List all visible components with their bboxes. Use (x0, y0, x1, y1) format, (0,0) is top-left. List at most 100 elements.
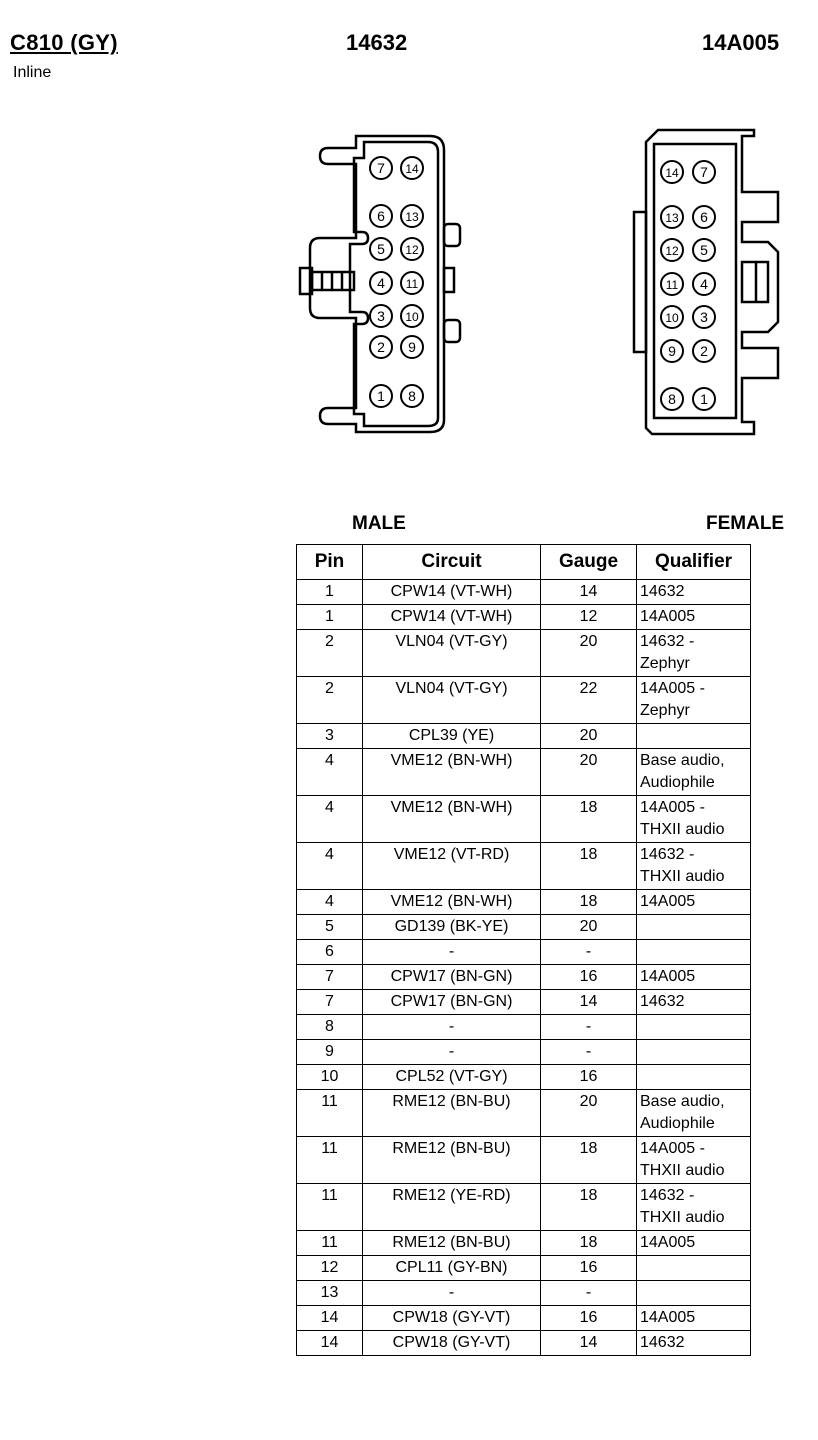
circuit-cell: CPW18 (GY-VT) (362, 1330, 541, 1356)
circuit-cell: - (362, 939, 541, 965)
circuit-cell: CPW17 (BN-GN) (362, 964, 541, 990)
female-pin-number: 9 (668, 343, 676, 359)
female-pin-number: 5 (700, 242, 708, 258)
male-pin-number: 5 (377, 241, 385, 257)
qualifier-cell (636, 723, 751, 749)
qualifier-cell: 14A005 -THXII audio (636, 1136, 751, 1184)
connector-type: Inline (13, 64, 52, 81)
header-qualifier: Qualifier (636, 544, 751, 580)
connector-id: C810 (GY) (10, 30, 118, 55)
circuit-cell: RME12 (BN-BU) (362, 1230, 541, 1256)
gauge-cell: 14 (540, 1330, 637, 1356)
qualifier-cell: Base audio,Audiophile (636, 748, 751, 796)
pin-cell: 11 (296, 1230, 363, 1256)
female-pin-circle (692, 339, 716, 363)
female-pin-number: 1 (700, 391, 708, 407)
gauge-cell: 14 (540, 989, 637, 1015)
qualifier-cell (636, 1014, 751, 1040)
gauge-cell: - (540, 1014, 637, 1040)
qualifier-cell: 14A005 (636, 889, 751, 915)
pin-cell: 4 (296, 795, 363, 843)
gauge-cell: 16 (540, 1305, 637, 1331)
circuit-cell: CPW17 (BN-GN) (362, 989, 541, 1015)
female-pin-circle (660, 205, 684, 229)
pin-cell: 7 (296, 989, 363, 1015)
female-pin-number: 13 (665, 211, 679, 225)
circuit-cell: CPW14 (VT-WH) (362, 604, 541, 630)
male-pin-circle (400, 204, 424, 228)
table-header-row: Pin Circuit Gauge Qualifier (296, 544, 751, 580)
gauge-cell: - (540, 939, 637, 965)
female-pin-number: 6 (700, 209, 708, 225)
gauge-cell: 18 (540, 1183, 637, 1231)
circuit-cell: CPW14 (VT-WH) (362, 579, 541, 605)
male-label: MALE (352, 513, 406, 534)
qualifier-cell: 14A005 (636, 1230, 751, 1256)
gauge-cell: 22 (540, 676, 637, 724)
gauge-cell: 16 (540, 1255, 637, 1281)
male-pin-circle (400, 271, 424, 295)
qualifier-cell: 14632 -THXII audio (636, 1183, 751, 1231)
qualifier-cell (636, 939, 751, 965)
female-pin-circle (660, 305, 684, 329)
qualifier-cell: 14A005 -Zephyr (636, 676, 751, 724)
circuit-cell: VLN04 (VT-GY) (362, 629, 541, 677)
qualifier-cell: 14A005 (636, 1305, 751, 1331)
female-label: FEMALE (706, 513, 785, 534)
gauge-cell: 12 (540, 604, 637, 630)
female-pin-number: 4 (700, 276, 708, 292)
gauge-cell: - (540, 1280, 637, 1306)
circuit-cell: - (362, 1039, 541, 1065)
qualifier-cell (636, 1064, 751, 1090)
male-pin-number: 14 (405, 162, 419, 176)
gauge-cell: 20 (540, 1089, 637, 1137)
circuit-cell: GD139 (BK-YE) (362, 914, 541, 940)
part-number-left: 14632 (346, 30, 408, 55)
gauge-cell: 18 (540, 889, 637, 915)
gauge-cell: 20 (540, 748, 637, 796)
circuit-cell: VME12 (BN-WH) (362, 748, 541, 796)
qualifier-cell: 14632 -THXII audio (636, 842, 751, 890)
circuit-cell: VME12 (BN-WH) (362, 889, 541, 915)
qualifier-cell (636, 1280, 751, 1306)
male-pin-number: 9 (408, 339, 416, 355)
gauge-cell: - (540, 1039, 637, 1065)
male-pin-circle (400, 237, 424, 261)
header-gauge: Gauge (540, 544, 637, 580)
male-pin-number: 13 (405, 210, 419, 224)
female-pin-circle (660, 272, 684, 296)
gauge-cell: 18 (540, 1230, 637, 1256)
table-row: 6-- (296, 939, 751, 965)
qualifier-cell: Base audio,Audiophile (636, 1089, 751, 1137)
pin-cell: 14 (296, 1330, 363, 1356)
male-pin-number: 7 (377, 160, 385, 176)
circuit-cell: VLN04 (VT-GY) (362, 676, 541, 724)
pin-cell: 8 (296, 1014, 363, 1040)
gauge-cell: 14 (540, 579, 637, 605)
gauge-cell: 18 (540, 1136, 637, 1184)
qualifier-cell: 14A005 (636, 604, 751, 630)
gauge-cell: 20 (540, 629, 637, 677)
pin-cell: 4 (296, 842, 363, 890)
gauge-cell: 18 (540, 842, 637, 890)
male-pin-circle (400, 335, 424, 359)
pin-cell: 11 (296, 1089, 363, 1137)
gauge-cell: 20 (540, 914, 637, 940)
qualifier-cell (636, 1255, 751, 1281)
female-pin-number: 14 (665, 166, 679, 180)
male-pin-circle (400, 384, 424, 408)
